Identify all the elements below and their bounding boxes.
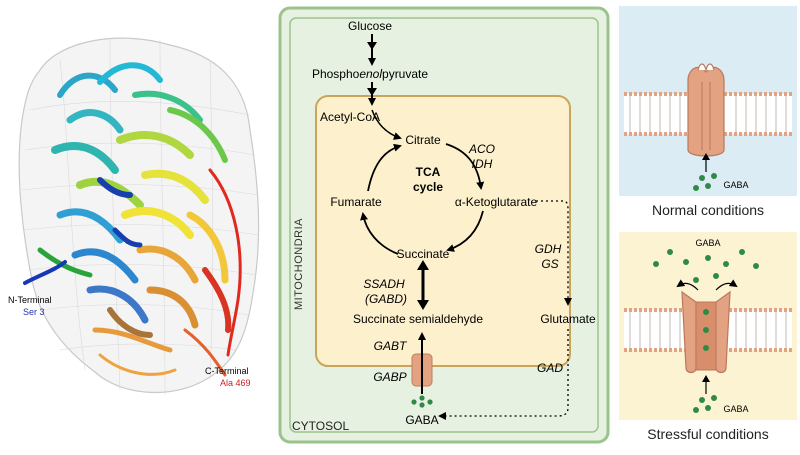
acetyl-coa-to-citrate-arrow [371, 109, 402, 140]
c-terminal-label: C-Terminal [205, 366, 249, 376]
membrane-illustrations: GABA GABA [619, 6, 797, 420]
cytosol-label: CYTOSOL [292, 419, 349, 433]
alpha-ketoglutarate-label: α-Ketoglutarate [455, 195, 538, 209]
tca-label: TCA [416, 165, 441, 179]
gabt-enzyme-label: GABT [374, 339, 408, 353]
aco-enzyme-label: ACO [468, 142, 495, 156]
succinate-label: Succinate [397, 247, 450, 261]
protein-structure-figure: N-Terminal Ser 3 C-Terminal Ala 469 [8, 37, 260, 396]
succinate-semialdehyde-label: Succinate semialdehyde [353, 312, 483, 326]
idh-enzyme-label: IDH [472, 157, 493, 171]
n-terminal-label: N-Terminal [8, 295, 52, 305]
glycolysis-arrow-ticks [367, 42, 377, 96]
gaba-label: GABA [405, 413, 438, 427]
ssadh-arrowhead-up [417, 260, 429, 270]
stress-gaba-bottom-label: GABA [723, 404, 748, 414]
pathway-diagram: Glucose Phosphoenolpyruvate Acetyl-CoA C… [278, 6, 610, 444]
n-terminal-residue: Ser 3 [23, 307, 45, 317]
stressful-conditions-caption: Stressful conditions [647, 426, 769, 442]
gaba-molecules [411, 395, 433, 408]
normal-conditions-caption: Normal conditions [651, 202, 765, 218]
normal-gaba-arrowhead [702, 153, 710, 160]
ssadh-arrowhead-down [417, 300, 429, 310]
stress-release-arrow-right [715, 279, 738, 291]
stress-channel-gaba-molecules [703, 309, 709, 351]
gabd-enzyme-label: (GABD) [365, 292, 407, 306]
ssadh-enzyme-label: SSADH [363, 277, 405, 291]
mitochondria-box [315, 95, 571, 367]
glucose-label: Glucose [348, 19, 392, 33]
cycle-label: cycle [413, 180, 443, 194]
fumarate-label: Fumarate [330, 195, 382, 209]
mitochondria-label: MITOCHONDRIA [293, 218, 305, 310]
cytosol-inner-border [289, 17, 599, 433]
normal-gaba-molecules [693, 173, 717, 191]
glutamate-to-gaba-arrow [438, 329, 569, 420]
protein-ribbons [23, 62, 242, 377]
open-channel [681, 290, 731, 374]
glutamate-label: Glutamate [540, 312, 596, 326]
gdh-enzyme-label: GDH [535, 242, 562, 256]
phosphoenolpyruvate-label: Phosphoenolpyruvate [312, 67, 428, 81]
tca-cycle-arrows [360, 143, 485, 255]
stress-gaba-top-label: GABA [695, 238, 720, 248]
stress-bottom-gaba-molecules [693, 395, 717, 413]
closed-channel [687, 63, 725, 157]
gad-enzyme-label: GAD [537, 361, 563, 375]
membrane-channel-panel: GABA GABA [616, 0, 800, 450]
gs-enzyme-label: GS [541, 257, 558, 271]
gaba-shunt-pathway-panel: Glucose Phosphoenolpyruvate Acetyl-CoA C… [278, 6, 610, 444]
stress-release-arrow-left [676, 279, 699, 291]
stress-released-gaba-molecules [653, 249, 759, 283]
acetyl-coa-label: Acetyl-CoA [320, 110, 380, 124]
citrate-label: Citrate [405, 133, 441, 147]
protein-structure-panel: N-Terminal Ser 3 C-Terminal Ala 469 [0, 0, 270, 450]
stress-gaba-arrowhead [702, 375, 710, 382]
gabp-enzyme-label: GABP [373, 370, 406, 384]
normal-gaba-label: GABA [723, 180, 748, 190]
c-terminal-residue: Ala 469 [220, 378, 251, 388]
